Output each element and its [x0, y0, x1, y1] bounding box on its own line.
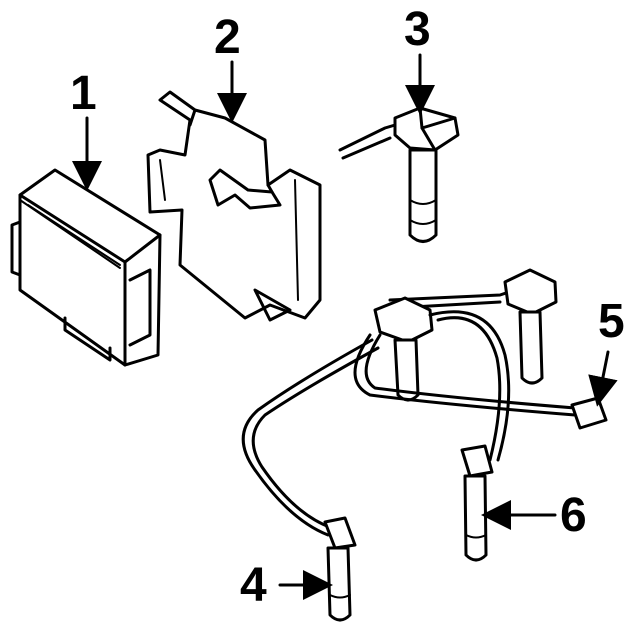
callout-2: 2 [214, 11, 241, 64]
plug-wire-short-part [460, 444, 494, 562]
callout-1: 1 [70, 67, 97, 120]
ecu-module-part [10, 168, 162, 367]
mounting-bracket-part [146, 90, 322, 322]
ignition-coil-part [338, 106, 460, 243]
callout-5: 5 [598, 295, 625, 348]
callout-4: 4 [240, 559, 267, 612]
callout-3: 3 [404, 3, 431, 56]
plug-wire-long-part [241, 338, 380, 622]
coil-harness-part [353, 268, 608, 462]
leader-arrow-5 [588, 350, 618, 407]
callout-6: 6 [560, 489, 587, 542]
